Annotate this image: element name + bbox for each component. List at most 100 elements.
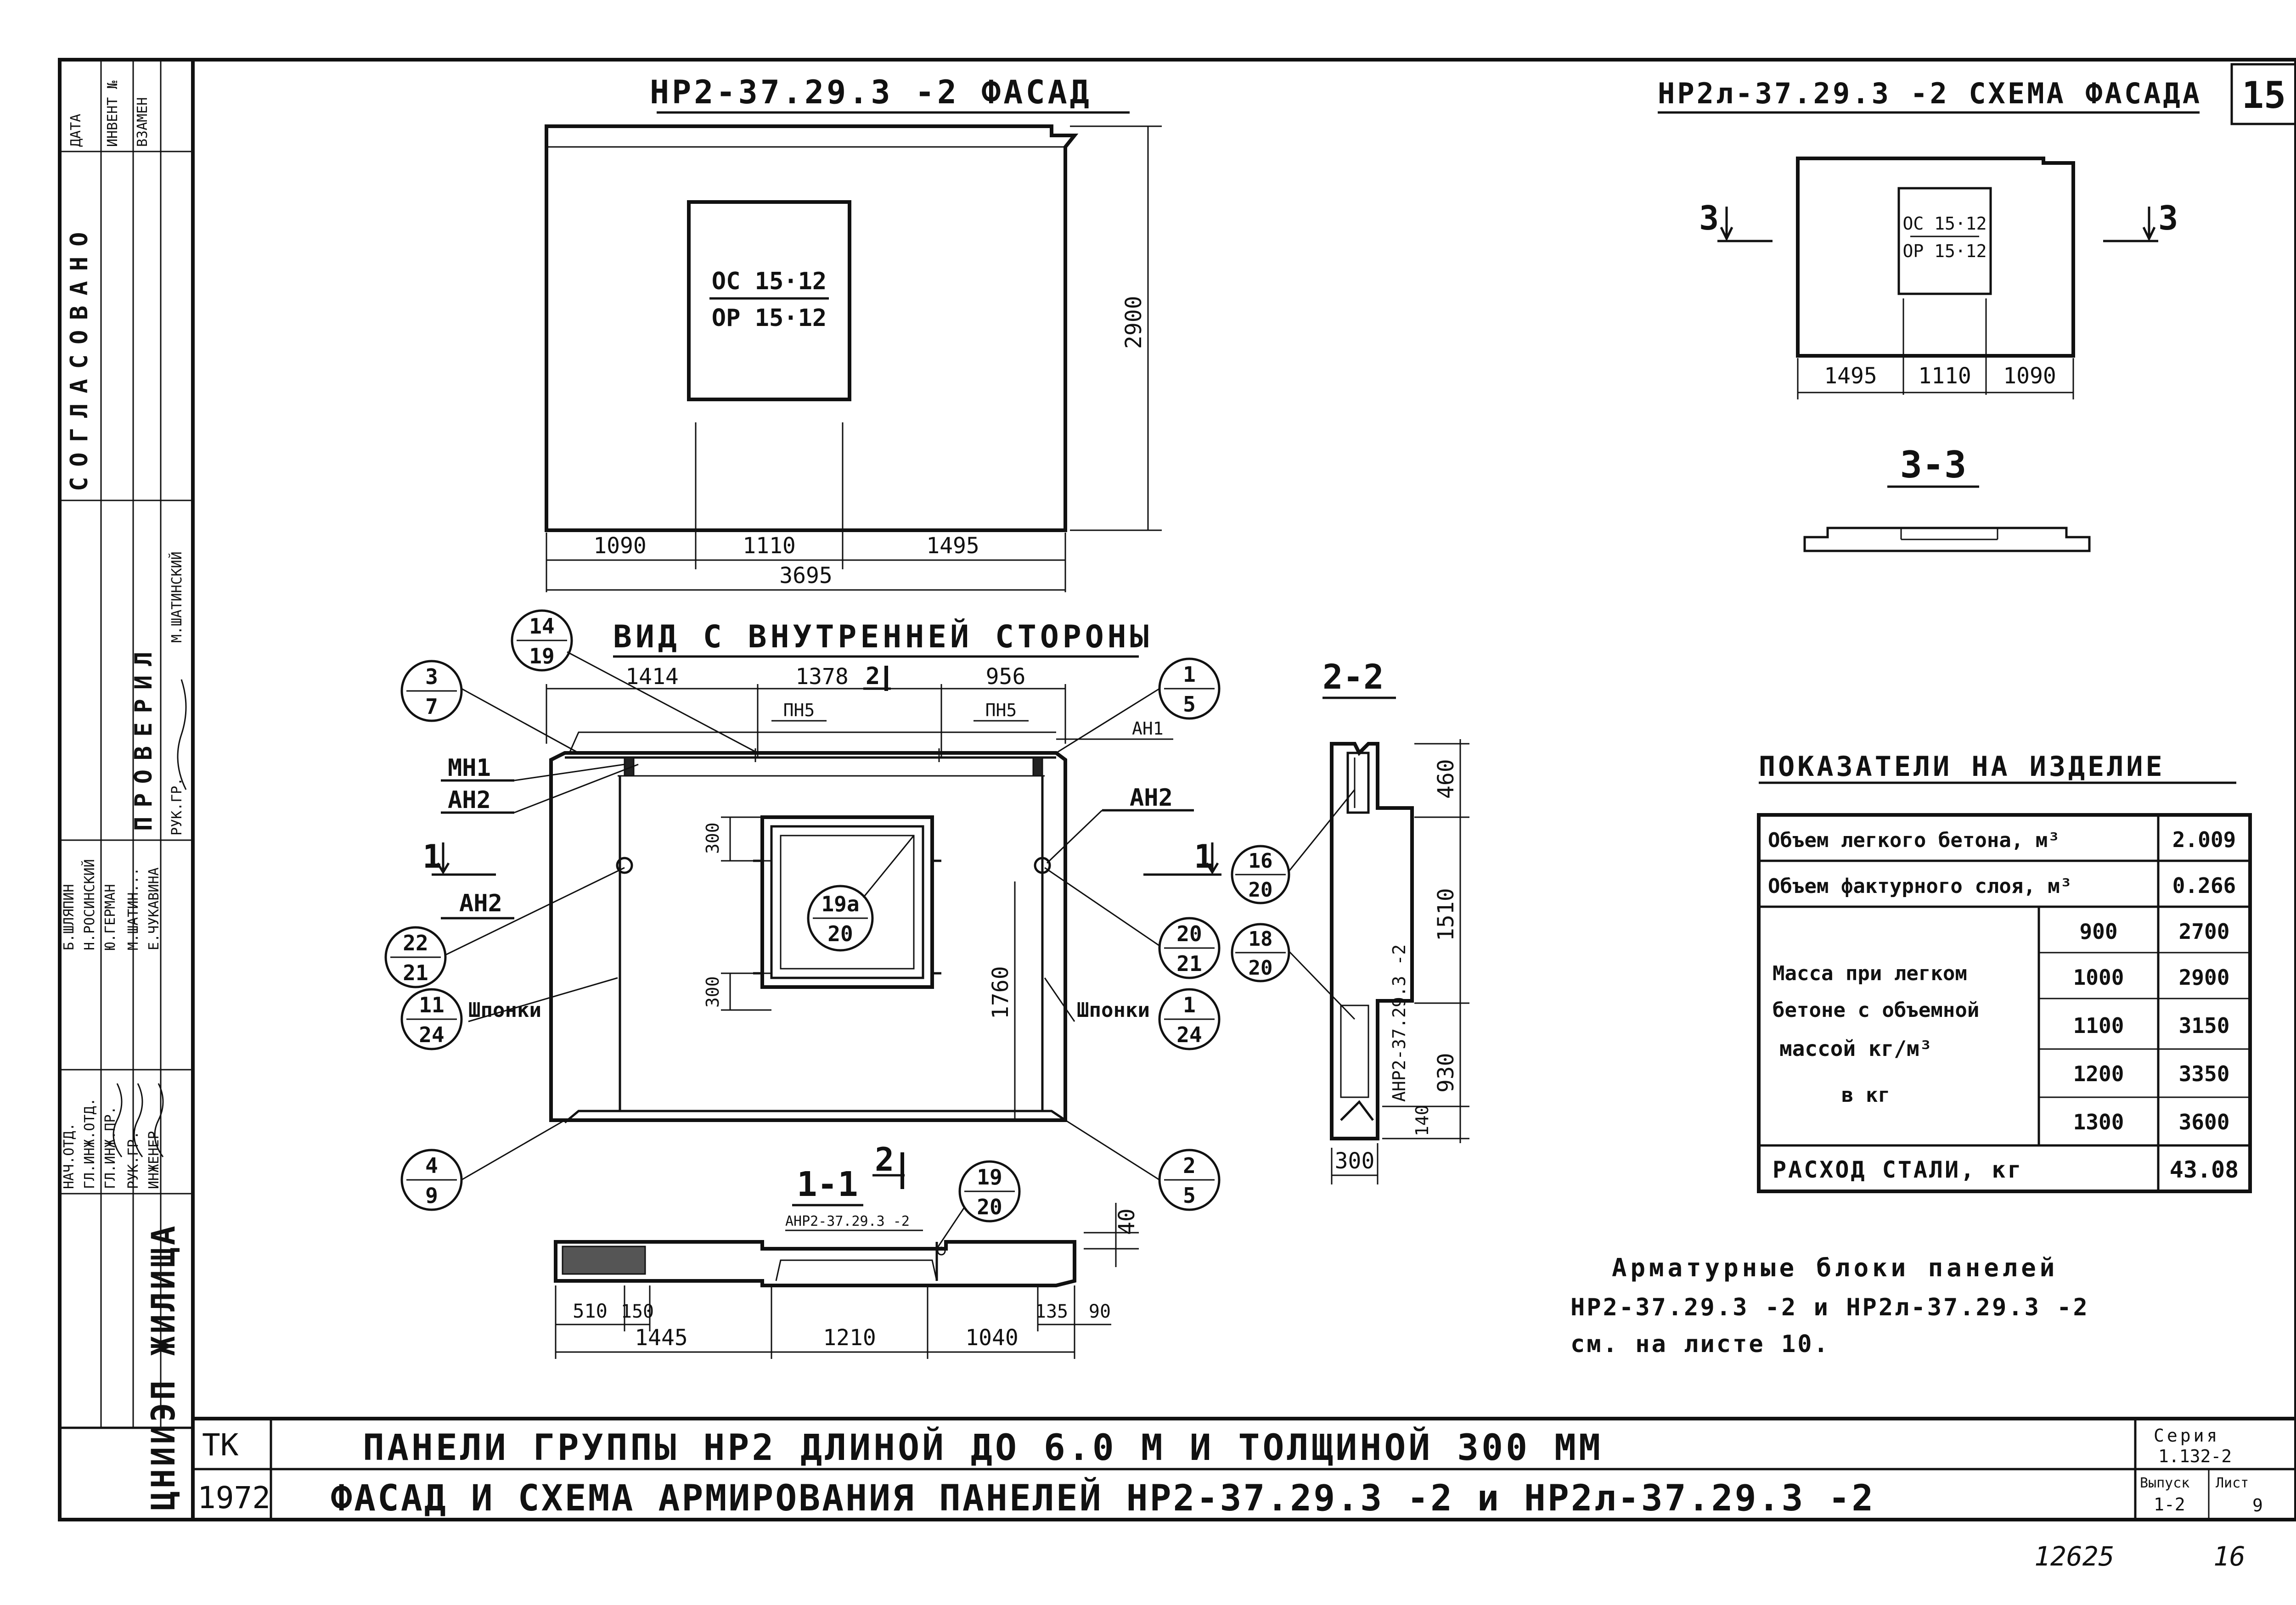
inner-view-title: ВИД С ВНУТРЕННЕЙ СТОРОНЫ [613, 618, 1153, 655]
sec22-callout-18-20: 18 20 [1231, 923, 1356, 1020]
tb-series-label: Серия [2154, 1425, 2220, 1446]
ind-mass-l3: массой кг/м³ [1779, 1036, 1932, 1061]
ind-v4: 3350 [2179, 1061, 2230, 1086]
facade-window-top: ОС 15·12 [712, 268, 827, 295]
inner-lbl-mn1: МН1 [448, 754, 491, 782]
handwritten-inventory: 12625 [2034, 1541, 2115, 1572]
title-block: ТК 1972 ПАНЕЛИ ГРУППЫ НР2 ДЛИНОЙ ДО 6.0 … [193, 1417, 2296, 1520]
handwritten-page: 16 [2213, 1541, 2245, 1572]
note-line-3: см. на листе 10. [1570, 1330, 1830, 1358]
sheet-number-box [2230, 63, 2296, 125]
sec11-dim-135: 135 [1035, 1301, 1068, 1322]
svg-text:20: 20 [1176, 921, 1202, 946]
note-block: Арматурные блоки панелей НР2-37.29.3 -2 … [1570, 1253, 2088, 1358]
side-header-replace: ВЗАМЕН [135, 97, 151, 147]
sec11-sub: АНР2-37.29.3 -2 [785, 1213, 910, 1229]
sec22-title: 2-2 [1322, 657, 1384, 697]
schema-window [1897, 187, 1992, 295]
svg-text:1: 1 [1183, 662, 1196, 687]
svg-text:20: 20 [1249, 956, 1273, 980]
ind-v1: 2700 [2179, 919, 2230, 944]
svg-text:18: 18 [1249, 927, 1273, 951]
facade-dim-height: 2900 [1121, 296, 1147, 349]
side-check-name: М.ШАТИНСКИЙ [169, 551, 185, 643]
schema-panel [1796, 157, 2075, 358]
tb-code: ТК [202, 1427, 239, 1463]
side-org: ЦНИИЭП ЖИЛИЩА [145, 1223, 182, 1510]
inner-lbl-an1: АН1 [1132, 718, 1164, 739]
svg-text:19: 19 [529, 644, 554, 668]
side-name-5: Е.ЧУКАВИНА [146, 867, 162, 950]
callout-22-21: 22 21 [384, 867, 625, 988]
schema-win-top: ОС 15·12 [1902, 213, 1986, 234]
tb-sheet-label: Лист [2216, 1475, 2249, 1491]
side-role-2: ГЛ.ИНЖ.ОТД. [82, 1098, 98, 1189]
side-name-2: Н.РОСИНСКИЙ [81, 859, 98, 950]
side-check-role: РУК.ГР. [169, 778, 185, 836]
svg-text:3: 3 [425, 664, 438, 689]
svg-text:2: 2 [1183, 1153, 1196, 1178]
callout-1-24: 1 24 [1158, 988, 1221, 1050]
sec11-mark: 2 [875, 1141, 894, 1178]
schema-dim-2: 1110 [1918, 363, 1971, 389]
side-role-5: ИНЖЕНЕР [146, 1131, 162, 1189]
inner-lbl-an2-mid: АН2 [459, 890, 502, 917]
schema-drawing: НР2л-37.29.3 -2 СХЕМА ФАСАДА ОС 15·12 ОР… [1658, 77, 2200, 552]
ind-mass-l4: в кг [1841, 1083, 1890, 1107]
inner-lbl-pn5-2: ПН5 [985, 700, 1017, 720]
inner-dim-win-1: 300 [703, 822, 723, 854]
schema-sec-left: 3 [1699, 199, 1719, 237]
inner-lbl-an2-right: АН2 [1130, 784, 1173, 812]
svg-text:20: 20 [977, 1195, 1002, 1219]
facade-panel-outline [545, 124, 1079, 532]
ind-v3: 3150 [2179, 1013, 2230, 1038]
tb-year: 1972 [197, 1480, 270, 1515]
ind-d4: 1200 [2073, 1061, 2124, 1086]
tb-issue-value: 1-2 [2154, 1494, 2185, 1515]
sec11-dim-40: 40 [1114, 1208, 1140, 1235]
callout-20-21: 20 21 [1044, 867, 1221, 979]
svg-text:20: 20 [1249, 878, 1273, 902]
facade-window [687, 200, 851, 401]
sec11-dim-1040: 1040 [965, 1325, 1019, 1351]
inner-lbl-shponki-right: Шпонки [1077, 999, 1150, 1022]
inner-lbl-pn5-1: ПН5 [783, 700, 815, 720]
signature-scribble [113, 1083, 123, 1157]
tb-line-2: ФАСАД И СХЕМА АРМИРОВАНИЯ ПАНЕЛЕЙ НР2-37… [331, 1477, 1875, 1519]
side-agreed: СОГЛАСОВАНО [66, 222, 93, 491]
svg-text:22: 22 [403, 931, 428, 955]
ind-mass-l1: Масса при легком [1773, 962, 1967, 985]
svg-text:21: 21 [1176, 951, 1202, 976]
callout-4-9: 4 9 [400, 1119, 565, 1211]
inner-lbl-an2-left: АН2 [448, 786, 491, 814]
facade-dim-b3: 1495 [926, 533, 979, 559]
callout-3-7: 3 7 [400, 660, 579, 754]
side-name-3: Ю.ГЕРМАН [102, 884, 118, 951]
side-block: ДАТА ИНВЕНТ № ВЗАМЕН СОГЛАСОВАНО ПРОВЕРИ… [60, 60, 193, 1510]
callout-1-5: 1 5 [1056, 657, 1221, 754]
ind-mass-l2: бетоне с объемной [1773, 999, 1979, 1022]
ind-d3: 1100 [2073, 1013, 2124, 1038]
section-2-2: 2-2 300 АНР2-37.29.3 -2 460 1510 930 140… [1231, 657, 1469, 1184]
inner-window [760, 815, 934, 989]
inner-dim-win-2: 300 [703, 976, 723, 1008]
schema-dim-1: 1495 [1824, 363, 1877, 389]
schema-dim-3: 1090 [2003, 363, 2056, 389]
sec22-dim-140: 140 [1412, 1105, 1432, 1136]
facade-dim-b1: 1090 [593, 533, 647, 559]
svg-text:7: 7 [425, 694, 438, 719]
ind-steel-value: 43.08 [2170, 1156, 2239, 1183]
sec22-dim-1510: 1510 [1433, 888, 1459, 941]
tb-line-1: ПАНЕЛИ ГРУППЫ НР2 ДЛИНОЙ ДО 6.0 М И ТОЛЩ… [363, 1426, 1603, 1469]
svg-text:21: 21 [403, 960, 428, 985]
svg-text:16: 16 [1249, 849, 1273, 873]
tb-series-value: 1.132-2 [2158, 1446, 2232, 1466]
svg-text:5: 5 [1183, 1183, 1196, 1208]
sec22-callout-16-20: 16 20 [1231, 789, 1356, 904]
callout-14-19: 14 19 [511, 609, 758, 754]
sec11-dim-510: 510 [573, 1300, 608, 1322]
ind-d5: 1300 [2073, 1110, 2124, 1134]
callout-2-5: 2 5 [1065, 1119, 1221, 1211]
side-name-4: М.ШАТИН... [125, 867, 141, 950]
